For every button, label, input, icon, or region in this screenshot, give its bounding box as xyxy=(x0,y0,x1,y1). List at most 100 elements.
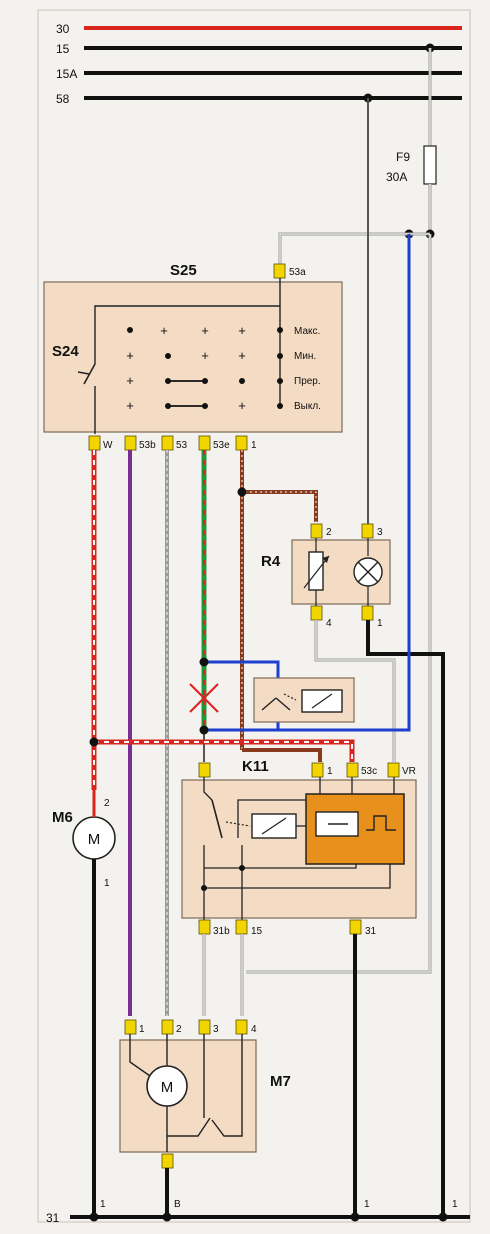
m6-title: M6 xyxy=(52,809,73,826)
junction-ground-1 xyxy=(89,1212,99,1222)
r4-pin-2 xyxy=(310,523,323,539)
s25-top-pin: 53a xyxy=(289,267,306,278)
s25-pin-53 xyxy=(161,435,174,451)
rail-31-label: 31 xyxy=(46,1211,60,1225)
junction-brown xyxy=(237,487,247,497)
m6-symbol: M xyxy=(88,831,101,848)
m7-pin-4 xyxy=(235,1019,248,1035)
rail-30-label: 30 xyxy=(56,22,70,36)
s25-internal-bus xyxy=(94,305,280,310)
junction-ground-3 xyxy=(350,1212,360,1222)
s25-title: S25 xyxy=(170,262,197,279)
ground-label-1: 1 xyxy=(100,1199,106,1210)
rail-15-label: 15 xyxy=(56,42,70,56)
k11-pin-53c xyxy=(346,762,359,778)
s25-switch-matrix: + + + + + + + + + xyxy=(126,323,283,413)
k11-pin-label-15: 15 xyxy=(251,926,263,937)
m7-pin-1 xyxy=(124,1019,137,1035)
diagram-frame xyxy=(37,9,471,1223)
s25-pin-w xyxy=(88,435,101,451)
s25-pin-label-1: 1 xyxy=(251,440,257,451)
junction-ground-2 xyxy=(162,1212,172,1222)
m7-pin-b xyxy=(161,1153,174,1169)
m7-park-contact xyxy=(167,1117,211,1137)
m7-pin-label-1: 1 xyxy=(139,1024,145,1035)
s25-top-connector xyxy=(273,263,286,279)
r4-pin-label-2: 2 xyxy=(326,527,332,538)
r4-pin-4 xyxy=(310,605,323,621)
m7-pin-2 xyxy=(161,1019,174,1035)
k11-pin-vr xyxy=(387,762,400,778)
m7-symbol: M xyxy=(161,1079,174,1096)
svg-text:+: + xyxy=(238,398,246,413)
m7-title: M7 xyxy=(270,1073,291,1090)
k11-relay-contact xyxy=(211,799,223,839)
s25-pin-53e xyxy=(198,435,211,451)
m7-box xyxy=(119,1039,257,1153)
k11-pin-1 xyxy=(311,762,324,778)
switch-s25-box xyxy=(43,281,343,433)
s25-pin-label-53b: 53b xyxy=(139,440,156,451)
m7-pin-label-3: 3 xyxy=(213,1024,219,1035)
rail-15a-label: 15A xyxy=(56,67,77,81)
k11-pin-31 xyxy=(349,919,362,935)
r4-pin-3 xyxy=(361,523,374,539)
k11-pin-label-1: 1 xyxy=(327,766,333,777)
svg-text:+: + xyxy=(238,323,246,338)
s25-pin-53b xyxy=(124,435,137,451)
mode-max: Макс. xyxy=(294,326,320,337)
wire-15-to-m7-core xyxy=(246,234,431,973)
fuse-f9-body xyxy=(423,145,437,185)
ground-label-2: B xyxy=(174,1199,181,1210)
s24-actuator xyxy=(77,371,90,375)
rail-58-label: 58 xyxy=(56,92,70,106)
m7-pin-3 xyxy=(198,1019,211,1035)
relay-insert-contact xyxy=(261,697,277,711)
r4-pin-label-1: 1 xyxy=(377,618,383,629)
svg-text:+: + xyxy=(126,373,134,388)
r4-pin-1 xyxy=(361,605,374,621)
k11-pin-label-vr: VR xyxy=(402,766,416,777)
s25-pin-label-53: 53 xyxy=(176,440,188,451)
m7-pin-label-4: 4 xyxy=(251,1024,257,1035)
s25-pin-label-w: W xyxy=(103,440,113,451)
s24-title: S24 xyxy=(52,343,79,360)
s25-pin-label-53e: 53e xyxy=(213,440,230,451)
svg-text:+: + xyxy=(126,398,134,413)
wire-53a-feed-core xyxy=(279,233,430,266)
svg-text:+: + xyxy=(126,348,134,363)
junction-blue-bottom xyxy=(199,725,209,735)
svg-text:+: + xyxy=(201,323,209,338)
wire-w-to-53c-stripe xyxy=(94,741,353,762)
k11-timer-coil-icon xyxy=(315,811,359,837)
wire-s25-1-to-r4 xyxy=(240,450,318,522)
k11-title: K11 xyxy=(242,758,269,775)
svg-text:+: + xyxy=(238,348,246,363)
m6-pin-label-1: 1 xyxy=(104,878,110,889)
wire-blue-feed xyxy=(204,234,411,732)
wire-s25-1-stripe xyxy=(241,450,317,522)
r4-pin-label-3: 3 xyxy=(377,527,383,538)
m6-pin-label-2: 2 xyxy=(104,798,110,809)
mode-min: Мин. xyxy=(294,351,316,362)
r4-title: R4 xyxy=(261,553,281,570)
rheostat-icon xyxy=(308,551,324,591)
r4-pin-label-4: 4 xyxy=(326,618,332,629)
fuse-name: F9 xyxy=(396,150,410,164)
junction-ground-4 xyxy=(438,1212,448,1222)
pulse-icon xyxy=(366,815,396,831)
k11-pin-label-31: 31 xyxy=(365,926,377,937)
k11-pin-label-31b: 31b xyxy=(213,926,230,937)
junction-w xyxy=(89,737,99,747)
k11-pin-15 xyxy=(235,919,248,935)
k11-pin-31b xyxy=(198,919,211,935)
ground-label-4: 1 xyxy=(452,1199,458,1210)
k11-pin-53e xyxy=(198,762,211,778)
svg-text:+: + xyxy=(201,348,209,363)
svg-text:+: + xyxy=(160,323,168,338)
ground-label-3: 1 xyxy=(364,1199,370,1210)
mode-interval: Прер. xyxy=(294,376,321,387)
junction-blue-top xyxy=(199,657,209,667)
